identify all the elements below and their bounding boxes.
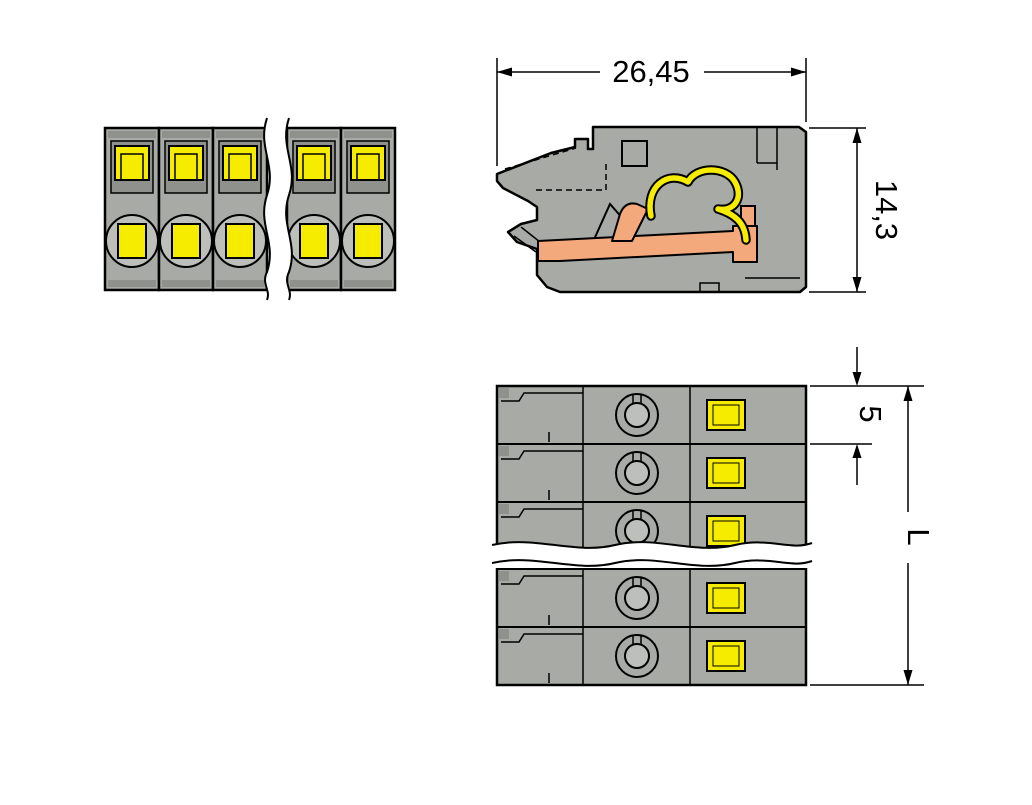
dimension-pitch-value: 5 <box>853 405 888 422</box>
dimension-width: 26,45 <box>496 54 807 166</box>
break-line <box>285 117 293 301</box>
arrow-up-icon <box>903 386 913 401</box>
dimension-width-value: 26,45 <box>612 54 690 89</box>
pole-row <box>496 626 807 686</box>
arrow-down-icon <box>852 372 862 386</box>
break-band <box>264 118 292 300</box>
pole-unit <box>339 126 397 292</box>
arrow-down-icon <box>903 670 913 685</box>
dimension-length-value: L <box>901 528 936 545</box>
break-line <box>491 559 813 567</box>
dimension-height: 14,3 <box>809 127 904 293</box>
break-band <box>492 542 812 566</box>
conductor-spring-piece <box>611 202 649 242</box>
dimension-length: L <box>810 386 936 686</box>
arrow-right-icon <box>791 67 806 77</box>
arrow-up-icon <box>852 128 862 143</box>
pole-row <box>496 385 807 445</box>
pole-unit <box>211 126 269 292</box>
conductor-bar <box>537 225 758 263</box>
arrow-left-icon <box>497 67 512 77</box>
latch-hidden-line <box>504 147 577 170</box>
dimension-pitch: 5 <box>810 347 924 485</box>
side-section-view <box>495 125 808 294</box>
top-view-border <box>495 384 808 687</box>
hidden-edge-line <box>536 163 607 191</box>
pole-row <box>496 443 807 503</box>
pole-unit <box>285 126 343 292</box>
wire-entry-funnel <box>513 226 541 253</box>
pole-unit <box>157 126 215 292</box>
arrow-up-icon <box>852 444 862 458</box>
dimension-height-value: 14,3 <box>869 180 904 240</box>
wire-loop <box>647 167 749 243</box>
pole-row <box>496 568 807 628</box>
foot-notch <box>699 282 720 292</box>
coding-slot <box>756 127 778 170</box>
pole-unit <box>103 126 161 292</box>
arrow-down-icon <box>852 277 862 292</box>
front-view <box>103 117 397 301</box>
top-view <box>491 384 813 687</box>
break-line <box>491 541 813 549</box>
keyway-slot <box>621 140 648 167</box>
break-line <box>263 117 271 301</box>
